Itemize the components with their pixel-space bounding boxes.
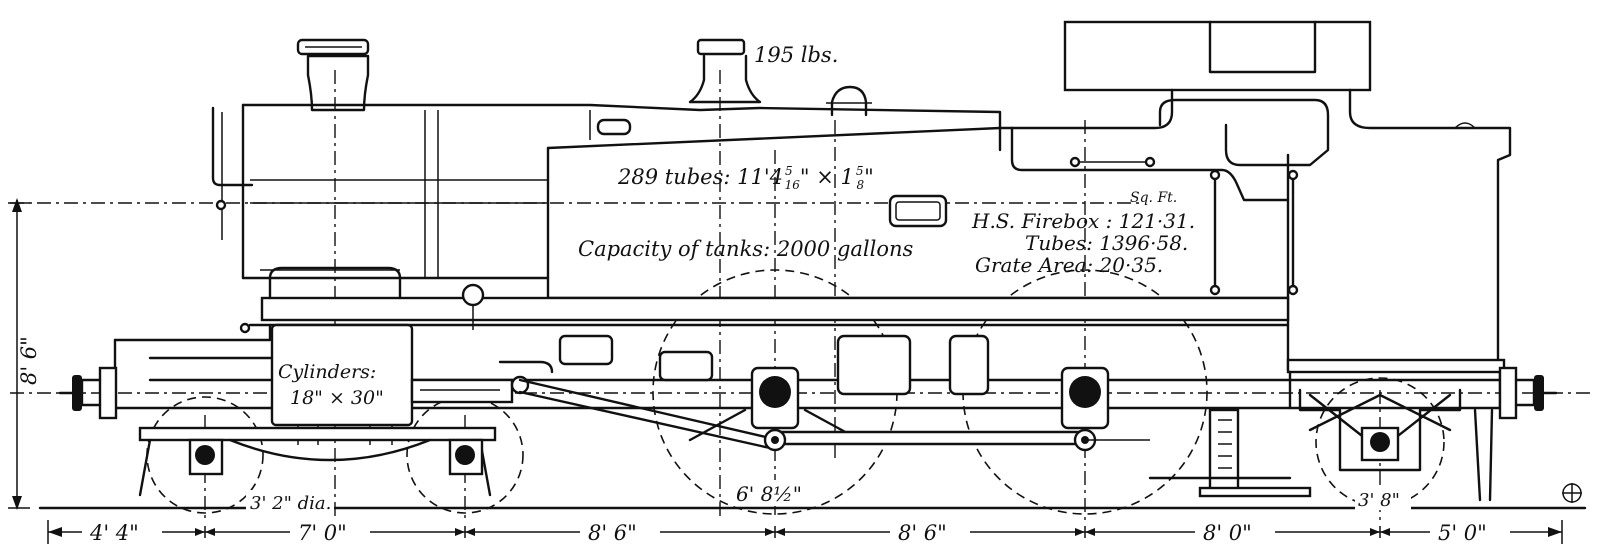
cab xyxy=(1010,20,1512,374)
height-dimension: 8' 6" xyxy=(8,198,41,510)
frames xyxy=(113,266,1502,498)
bogie-wheel-label: 3' 2" dia. xyxy=(250,493,331,514)
tubes-heating-surface: Tubes: 1396·58. xyxy=(1025,231,1188,255)
front-buffer xyxy=(58,366,118,420)
chimney xyxy=(296,38,370,112)
pressure-label: 195 lbs. xyxy=(754,43,838,67)
sq-ft-label: Sq. Ft. xyxy=(1130,190,1177,206)
whistle xyxy=(826,85,872,117)
spacing-2: 7' 0" xyxy=(298,521,347,545)
driving-axleboxes xyxy=(688,366,1110,442)
maker-mark-icon xyxy=(1562,483,1582,503)
top-feed xyxy=(589,110,632,140)
trailing-wheel-label: 3' 8" xyxy=(1358,490,1400,511)
spacing-5: 8' 0" xyxy=(1203,521,1252,545)
cylinders-size-label: 18" × 30" xyxy=(290,387,384,409)
firebox-heating-surface: H.S. Firebox : 121·31. xyxy=(971,209,1195,233)
driving-wheel-label: 6' 8½" xyxy=(736,482,802,506)
spacing-4: 8' 6" xyxy=(898,521,947,545)
grate-area-label: Grate Area: 20·35. xyxy=(975,253,1163,277)
tank-capacity-label: Capacity of tanks: 2000 gallons xyxy=(578,237,914,261)
bogie xyxy=(138,426,497,497)
boiler xyxy=(211,103,1002,280)
motion xyxy=(518,378,1150,452)
safety-valve xyxy=(688,38,762,104)
height-label: 8' 6" xyxy=(17,336,41,385)
spacing-3: 8' 6" xyxy=(588,521,637,545)
rear-buffer xyxy=(1473,366,1558,502)
spacing-1: 4' 4" xyxy=(89,521,139,545)
trailing-truck xyxy=(1148,388,1462,480)
spacing-6: 5' 0" xyxy=(1438,521,1487,545)
cylinders-label: Cylinders: xyxy=(278,361,376,383)
